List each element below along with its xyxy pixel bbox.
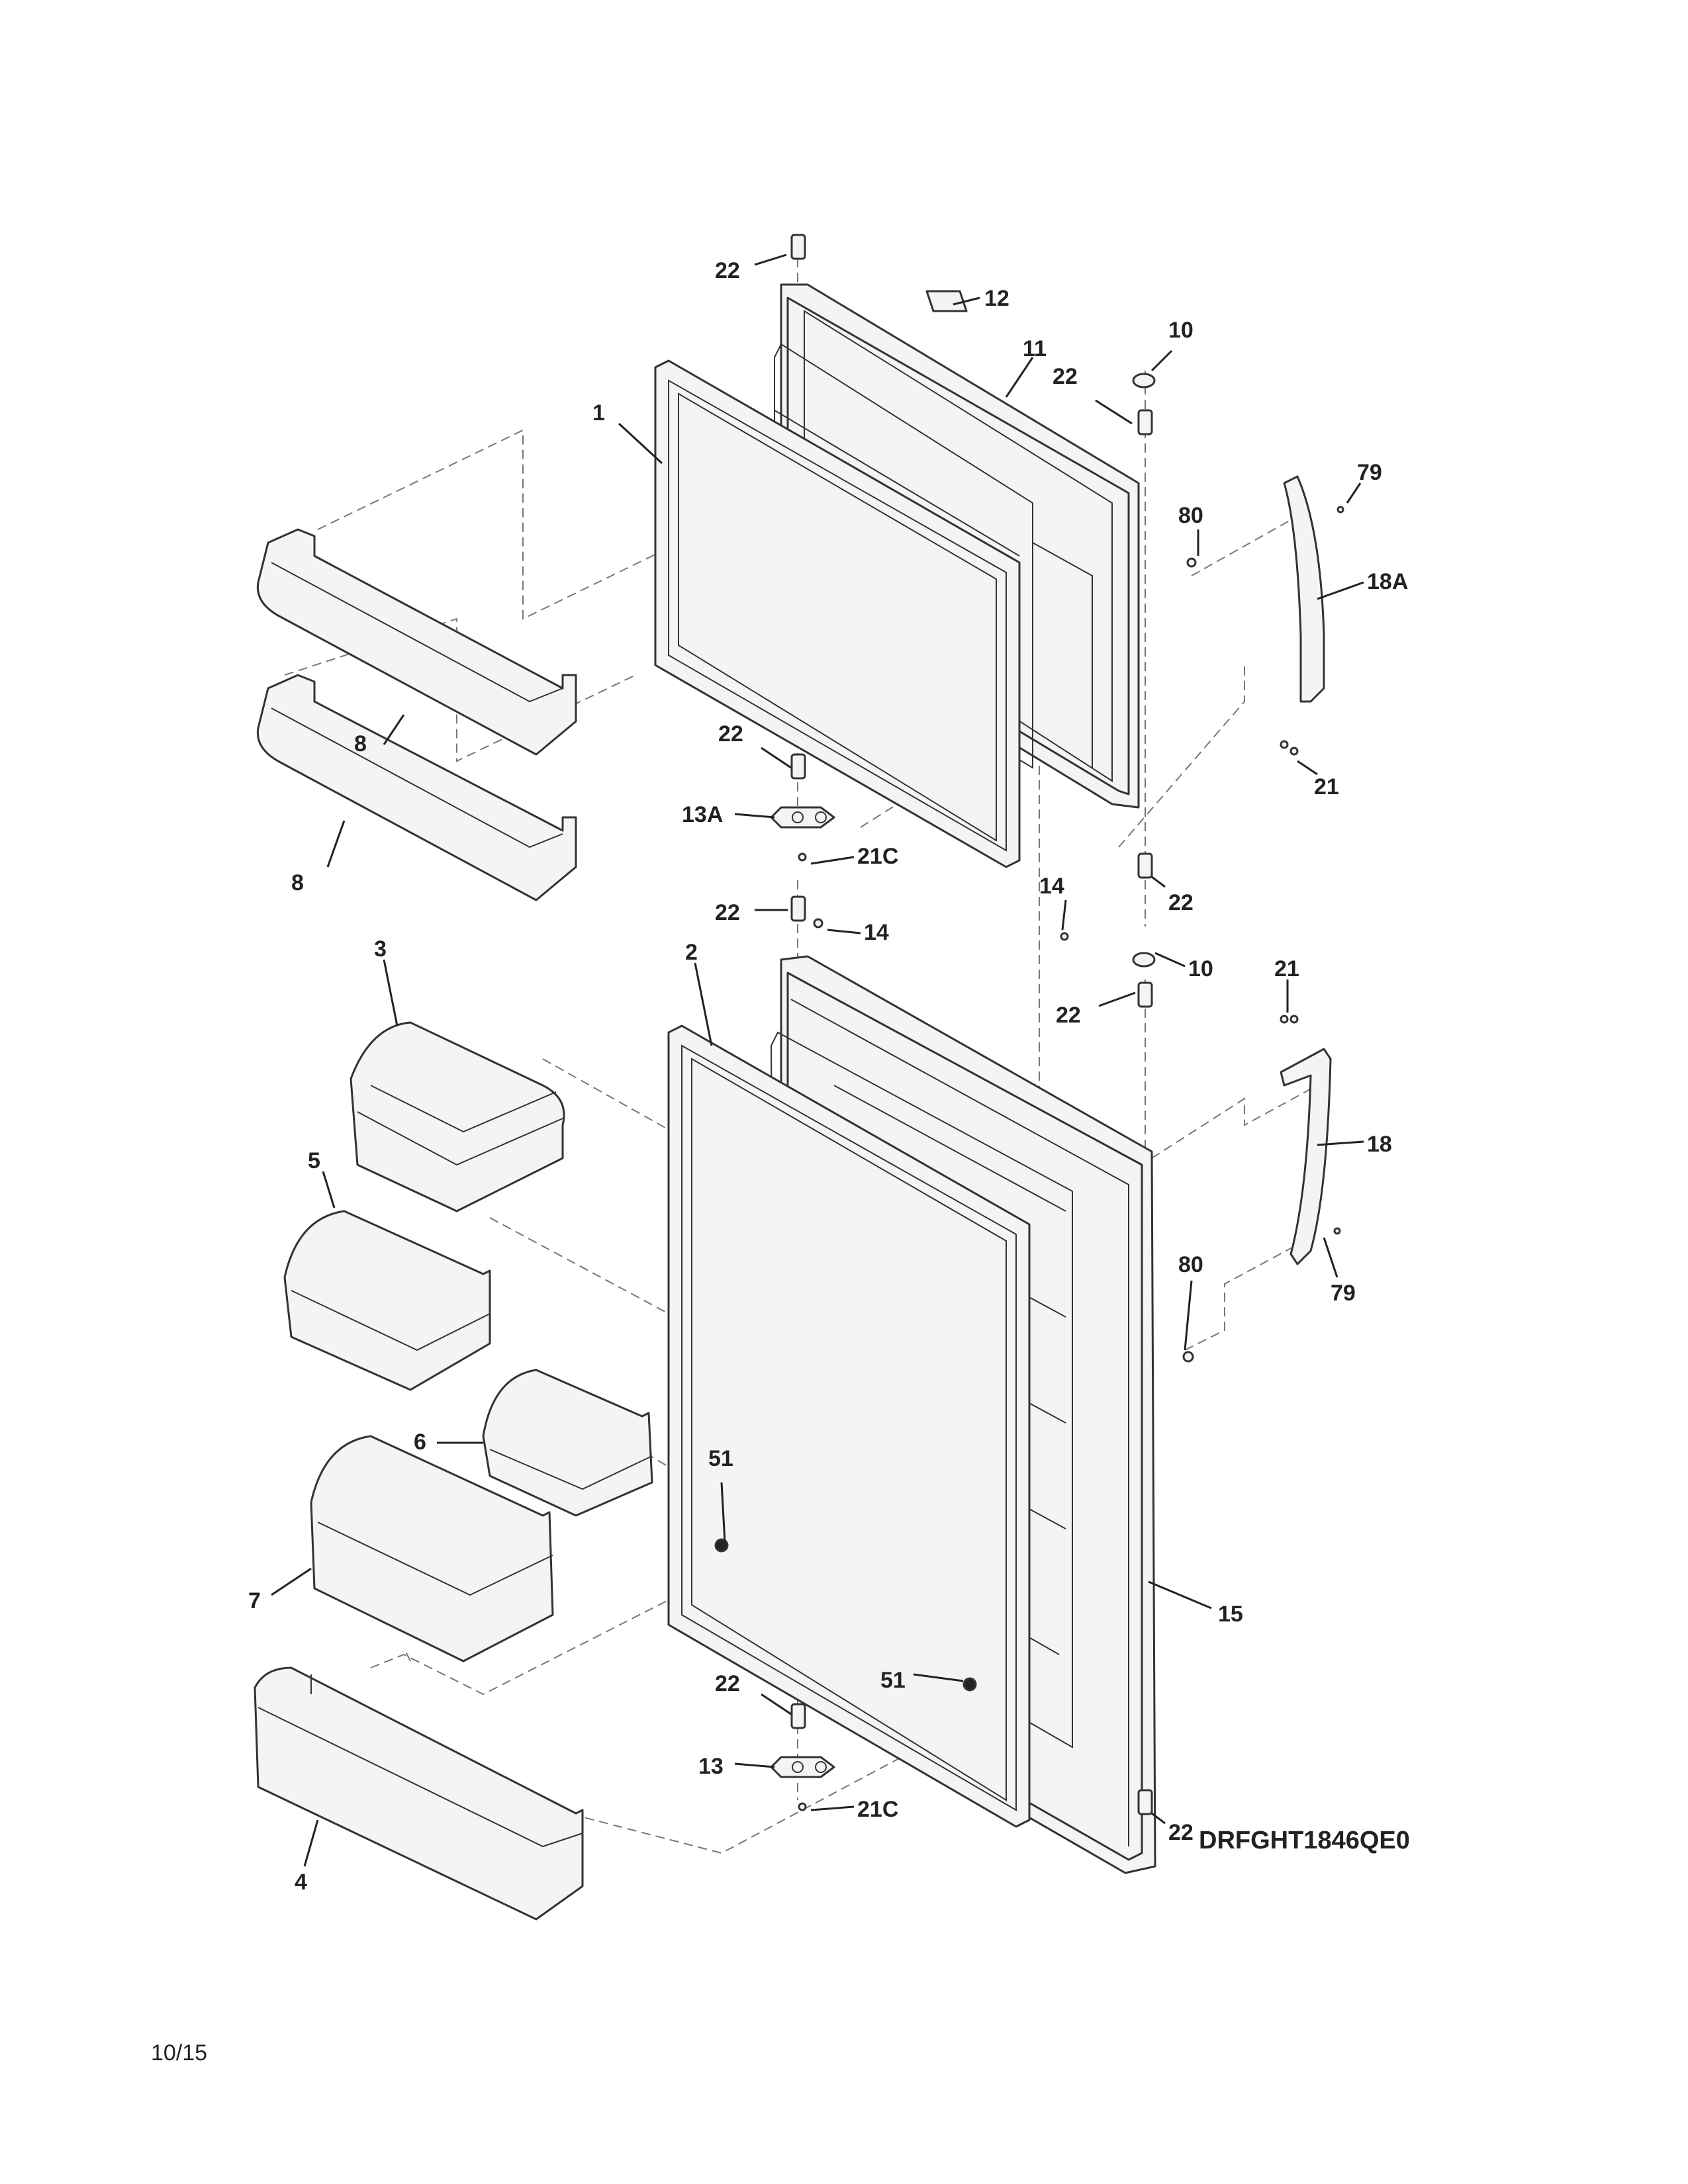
- callout-21C: 21C: [857, 1797, 898, 1822]
- callout-7: 7: [248, 1588, 261, 1614]
- callout-22: 22: [1168, 890, 1194, 915]
- door-bin-icon: [283, 1210, 491, 1391]
- callout-8: 8: [291, 870, 304, 895]
- hinge-pin-icon: [790, 753, 806, 780]
- callout-80: 80: [1178, 503, 1203, 528]
- callout-18: 18: [1367, 1132, 1392, 1157]
- screw-icon: [813, 918, 823, 929]
- screw-icon: [1182, 1351, 1194, 1363]
- hinge-pin-icon: [790, 1703, 806, 1729]
- screw-icon: [1060, 932, 1069, 941]
- door-bin-icon: [256, 528, 577, 756]
- hinge-pin-icon: [790, 234, 806, 260]
- callout-12: 12: [984, 286, 1009, 311]
- callout-79: 79: [1331, 1281, 1356, 1306]
- callout-21: 21: [1274, 956, 1299, 981]
- callout-4: 4: [295, 1870, 307, 1895]
- hinge-pin-icon: [1137, 981, 1153, 1008]
- door-bin-icon: [254, 1666, 584, 1921]
- callout-labels: 22 12 11 10 22 1 79 80 18A 8 22 21 13A 8…: [248, 258, 1408, 1895]
- screw-icon: [798, 1802, 807, 1811]
- door-bin-icon: [256, 674, 577, 901]
- plug-icon: [1132, 373, 1156, 388]
- callout-2: 2: [685, 940, 698, 965]
- leader-lines: [271, 253, 1364, 1867]
- plug-icon: [962, 1677, 977, 1692]
- callout-18A: 18A: [1367, 569, 1408, 594]
- door-bin-icon: [310, 1435, 554, 1662]
- callout-79: 79: [1357, 460, 1382, 485]
- callout-5: 5: [308, 1148, 320, 1173]
- screw-icon: [798, 852, 807, 862]
- callout-22: 22: [715, 900, 740, 925]
- hinge-pin-icon: [790, 895, 806, 922]
- callout-51: 51: [708, 1446, 733, 1471]
- callout-13A: 13A: [682, 802, 723, 827]
- hinge-pin-icon: [1137, 852, 1153, 879]
- callout-14: 14: [1039, 874, 1064, 899]
- callout-1: 1: [592, 400, 605, 426]
- fresh-food-handle-icon: [1280, 1048, 1332, 1265]
- callout-15: 15: [1218, 1602, 1243, 1627]
- screw-icon: [1289, 747, 1299, 756]
- door-bin-icon: [482, 1369, 653, 1517]
- plug-icon: [714, 1538, 729, 1553]
- callout-80: 80: [1178, 1252, 1203, 1277]
- callout-6: 6: [414, 1430, 426, 1455]
- callout-22: 22: [1056, 1003, 1081, 1028]
- fresh-food-door-bins: [254, 1021, 653, 1921]
- plug-icon: [1132, 952, 1156, 968]
- callout-22: 22: [715, 1671, 740, 1696]
- callout-22: 22: [1168, 1820, 1194, 1845]
- screw-icon: [1280, 740, 1289, 749]
- freezer-door-assembly: [654, 234, 1344, 879]
- callout-21: 21: [1314, 774, 1339, 799]
- callout-51: 51: [880, 1668, 906, 1693]
- hinge-pin-icon: [1137, 409, 1153, 435]
- screw-icon: [1333, 1227, 1341, 1235]
- screw-icon: [1280, 1015, 1289, 1024]
- callout-8: 8: [354, 731, 367, 756]
- fresh-food-door-assembly: [667, 895, 1341, 1874]
- freezer-door-gasket-icon: [654, 359, 1021, 868]
- screw-icon: [1186, 557, 1197, 568]
- callout-22: 22: [718, 721, 743, 747]
- callout-21C: 21C: [857, 844, 898, 869]
- callout-10: 10: [1168, 318, 1194, 343]
- freezer-door-bins: [256, 528, 577, 901]
- dairy-bin-icon: [350, 1021, 565, 1212]
- callout-3: 3: [374, 936, 387, 962]
- callout-13: 13: [698, 1754, 724, 1779]
- callout-14: 14: [864, 920, 889, 945]
- screw-icon: [1336, 506, 1344, 514]
- freezer-handle-icon: [1283, 475, 1325, 703]
- revision-date: 10/15: [151, 2040, 208, 2066]
- label-sticker-icon: [925, 290, 968, 312]
- callout-22: 22: [715, 258, 740, 283]
- callout-11: 11: [1023, 336, 1047, 361]
- model-code: DRFGHT1846QE0: [1199, 1827, 1410, 1854]
- fresh-food-door-gasket-icon: [667, 1024, 1031, 1828]
- callout-22: 22: [1053, 364, 1078, 389]
- screw-icon: [1289, 1015, 1299, 1024]
- hinge-pin-icon: [1137, 1789, 1153, 1815]
- callout-10: 10: [1188, 956, 1213, 981]
